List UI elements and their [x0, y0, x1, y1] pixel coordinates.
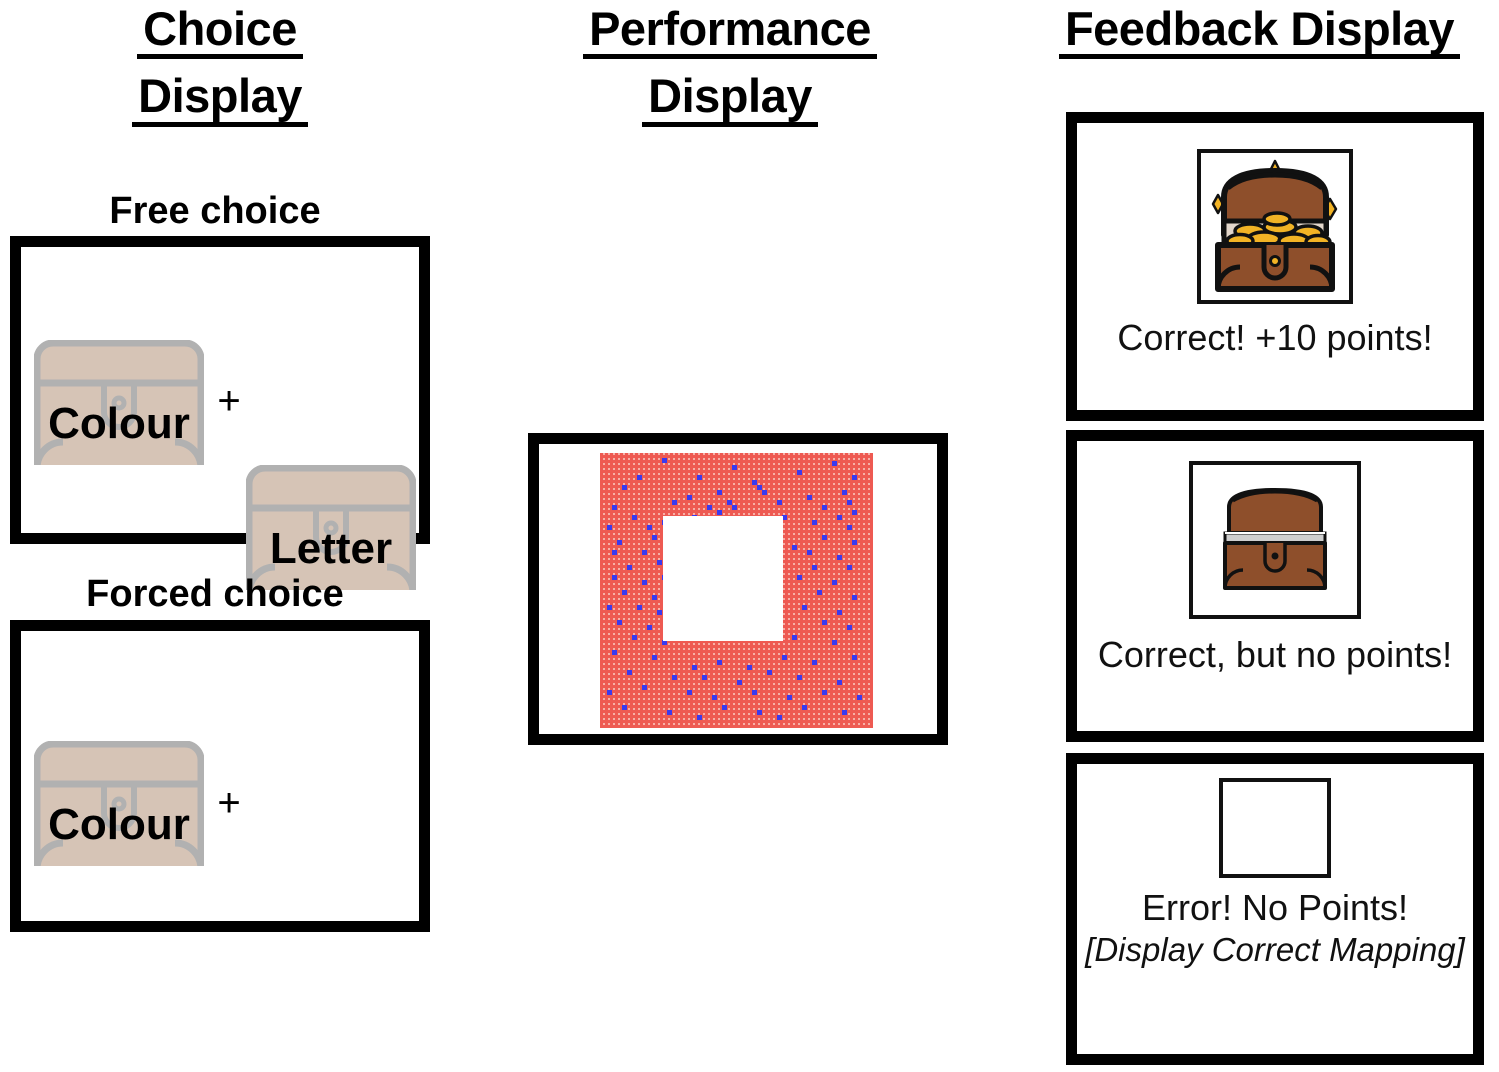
treasure-chest-closed-icon [34, 741, 204, 866]
feedback-text-correct-no-points: Correct, but no points! [1097, 634, 1453, 675]
empty-square-icon [1219, 778, 1331, 878]
performance-title-line1: Performance [583, 4, 877, 60]
feedback-text-error: Error! No Points! [1141, 887, 1409, 928]
chest-label-letter: Letter [269, 524, 393, 573]
free-choice-chest-letter[interactable]: Letter [246, 465, 416, 590]
feedback-panel-error[interactable]: Error! No Points! [Display Correct Mappi… [1066, 753, 1484, 1065]
performance-title-line2: Display [642, 71, 818, 127]
feedback-panel-correct-no-points[interactable]: Correct, but no points! [1066, 430, 1484, 742]
treasure-chest-open-full-of-gold-icon [1211, 159, 1338, 292]
chest-label-colour: Colour [48, 800, 190, 849]
choice-title-line2: Display [132, 71, 308, 127]
forced-choice-chest-colour[interactable]: Colour [34, 741, 204, 866]
feedback-text-correct-points: Correct! +10 points! [1117, 317, 1433, 358]
free-choice-plus-separator: + [217, 379, 241, 423]
free-choice-heading: Free choice [109, 190, 321, 232]
chest-label-colour: Colour [48, 399, 190, 448]
choice-display-column-title: Choice Display [0, 4, 440, 127]
performance-noise-centre-hole [663, 516, 783, 641]
choice-title-line1: Choice [137, 4, 303, 60]
forced-choice-plus-separator: + [217, 781, 241, 825]
feedback-icon-frame-empty-chest [1189, 461, 1361, 619]
feedback-title-line1: Feedback Display [1058, 4, 1461, 60]
treasure-chest-closed-icon [34, 340, 204, 465]
forced-choice-heading: Forced choice [86, 573, 344, 615]
performance-stimulus-box[interactable] [528, 433, 948, 745]
feedback-panel-correct-points[interactable]: Correct! +10 points! [1066, 112, 1484, 421]
free-choice-stimulus-box[interactable]: Colour + Letter [10, 236, 430, 590]
feedback-icon-frame-gold-chest [1197, 149, 1353, 304]
forced-choice-stimulus-box[interactable]: Colour + [10, 620, 430, 932]
performance-noise-stimulus [600, 453, 873, 728]
treasure-chest-closed-icon [246, 465, 416, 590]
feedback-text-error-mapping: [Display Correct Mapping] [1085, 930, 1465, 968]
blue-target-dots [607, 458, 862, 720]
treasure-chest-open-empty-icon [1223, 488, 1327, 590]
free-choice-chest-colour[interactable]: Colour [34, 340, 204, 465]
performance-display-column-title: Performance Display [500, 4, 960, 127]
feedback-display-column-title: Feedback Display [1020, 4, 1499, 60]
